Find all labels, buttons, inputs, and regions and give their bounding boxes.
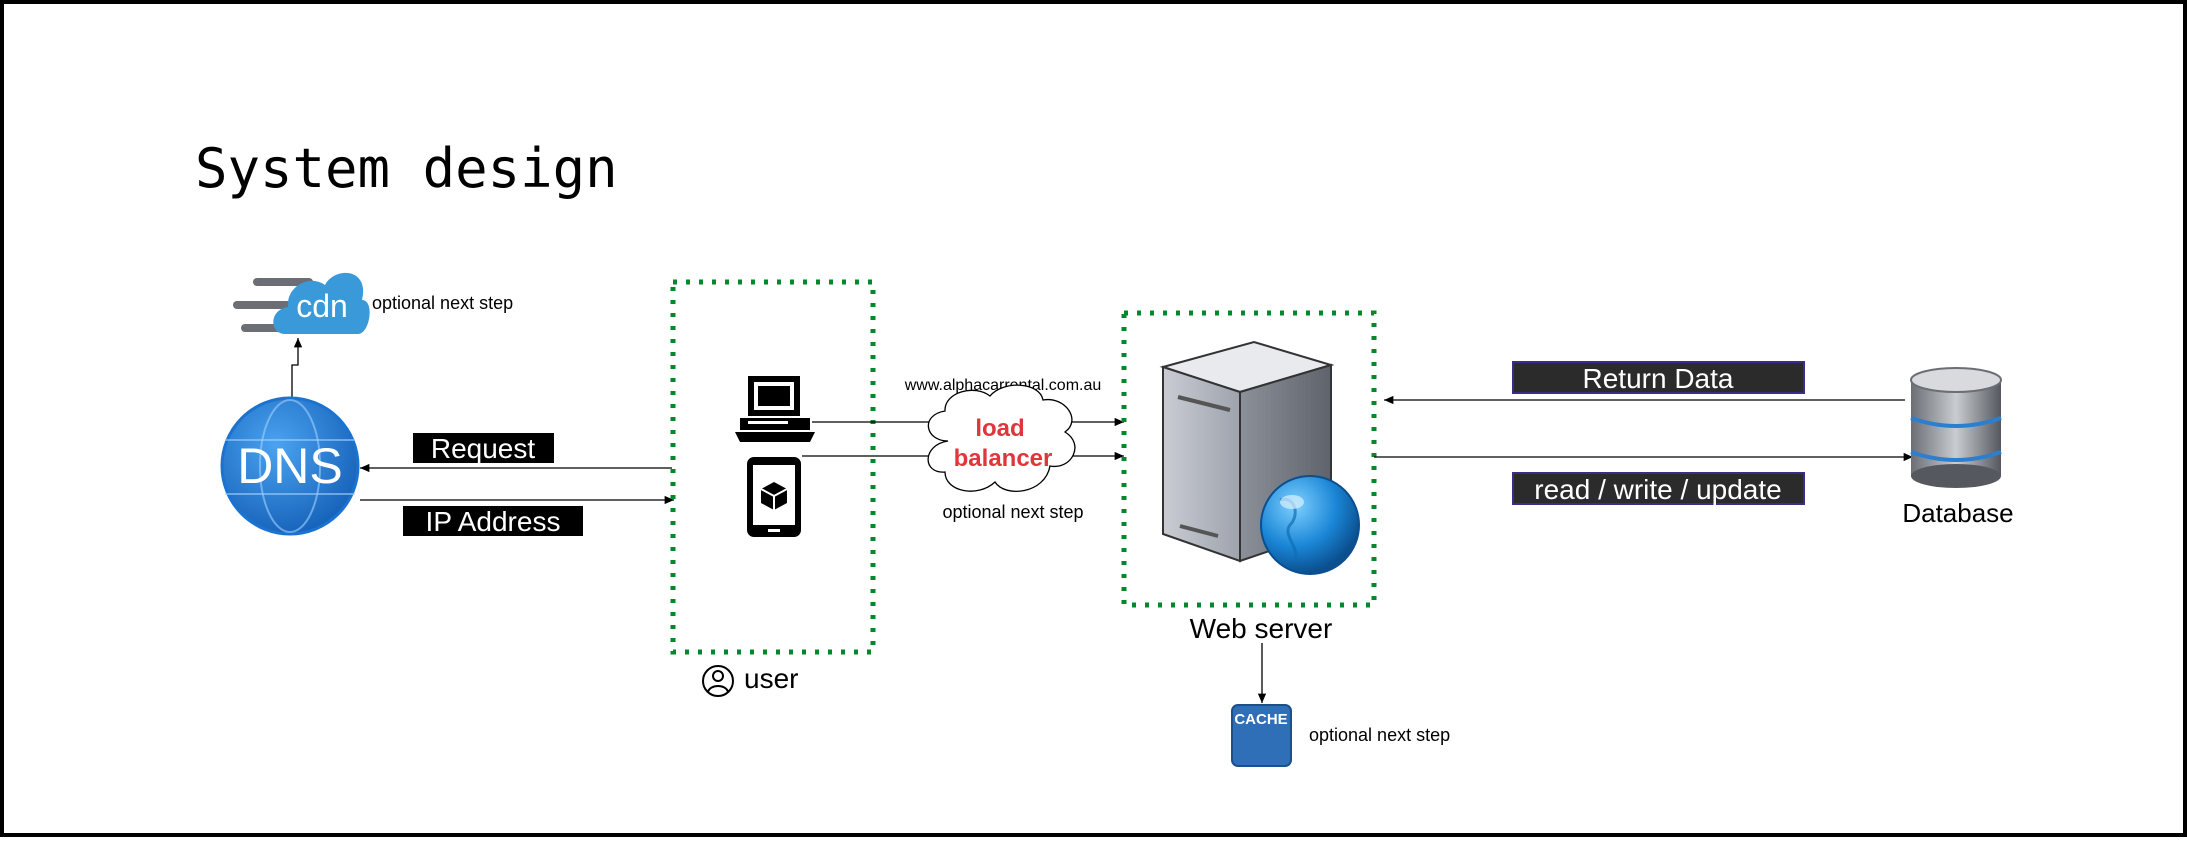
- mobile-app-icon: [747, 457, 801, 537]
- load-balancer-line1: load: [975, 415, 1024, 442]
- ip-address-label-box: [403, 506, 583, 536]
- cache-note: optional next step: [1309, 725, 1450, 745]
- user-icon: [702, 665, 734, 697]
- web-server-group-border: [1121, 310, 1377, 608]
- desktop-computer-icon: [735, 376, 815, 442]
- return-data-label-box: [1512, 361, 1805, 394]
- return-data-label: Return Data: [1583, 363, 1734, 394]
- user-label: user: [744, 663, 798, 694]
- dns-to-cdn-arrow: [291, 338, 303, 400]
- diagram-title: System design: [195, 137, 618, 200]
- globe-icon: [1260, 475, 1360, 575]
- load-balancer-cloud: [927, 384, 1076, 492]
- read-write-update-label: read / write / update: [1534, 474, 1781, 505]
- database-label: Database: [1902, 498, 2013, 528]
- web-server-label: Web server: [1190, 613, 1333, 644]
- read-write-update-label-box: [1512, 472, 1805, 505]
- database-icon: [1910, 367, 2002, 488]
- load-balancer-note: optional next step: [942, 502, 1083, 522]
- request-label-box: [413, 433, 554, 463]
- cdn-icon: cdn: [233, 272, 370, 334]
- cache-label: CACHE: [1234, 711, 1287, 728]
- dns-icon: DNS: [220, 396, 360, 536]
- request-label: Request: [431, 433, 536, 464]
- ip-address-label: IP Address: [426, 506, 561, 537]
- load-balancer-line2: balancer: [954, 445, 1053, 472]
- dns-label: DNS: [237, 438, 343, 494]
- cdn-label: cdn: [296, 288, 348, 324]
- cache-icon: CACHE: [1231, 704, 1292, 767]
- domain-url: www.alphacarrental.com.au: [904, 377, 1102, 394]
- cdn-note: optional next step: [372, 293, 513, 313]
